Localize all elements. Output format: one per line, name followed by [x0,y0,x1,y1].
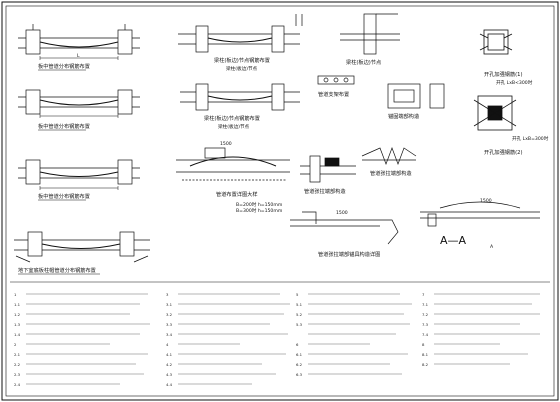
hole-detail-2 [473,95,517,131]
note-4: 4 [166,342,169,347]
support-detail [317,75,355,85]
note-6-1: 6.1 [296,352,303,357]
top-right-section [340,13,400,55]
slab-junction-detail [14,231,150,263]
caption-support: 管道支架布置 [318,90,349,98]
caption-hole-2: 开孔加强钢筋(2) [484,148,522,156]
note-2-4: 2.4 [14,382,21,387]
note-3-1: 3.1 [166,302,173,307]
note-5-2: 5.2 [296,312,303,317]
note-1-2: 1.2 [14,312,21,317]
note-8: 8 [422,342,425,347]
tendon-profile-detail [176,147,290,181]
caption-top-right-section: 梁柱(板边)节点 [346,58,381,66]
section-a [420,201,540,227]
note-8-1: 8.1 [422,352,429,357]
note-4-2: 4.2 [166,362,173,367]
note-4-3: 4.3 [166,372,173,377]
notes-col-2: 3 3.1 3.2 3.3 3.4 4 4.1 4.2 4.3 4.4 [166,292,173,387]
note-6: 6 [296,342,299,347]
notes-col-4: 7 7.1 7.2 7.3 7.4 8 8.1 8.2 [422,292,429,367]
end-cap-detail [361,147,417,165]
anchorage-plan [290,211,399,245]
note-2-2: 2.2 [14,362,21,367]
note-5-3: 5.3 [296,322,303,327]
junction-detail [300,155,356,183]
anchor-detail [387,83,445,109]
hole-detail-1 [479,29,513,55]
note-7-1: 7.1 [422,302,429,307]
note-7-3: 7.3 [422,322,429,327]
section-title: A—A [440,234,467,247]
note-3-3: 3.3 [166,322,173,327]
note-5: 5 [296,292,299,297]
top-center-detail-1 [178,14,303,53]
note-1-3: 1.3 [14,322,21,327]
note-3: 3 [166,292,169,297]
caption-end-cap: 管道张拉端部构造 [370,169,412,177]
beam-detail-2 [18,89,140,118]
caption-top-center-2-sub: 梁柱(板边)节点 [218,123,250,130]
hole-size-2: 开孔 LxB=300时 [512,135,549,142]
sheet-inner-border [5,5,555,397]
caption-junction: 管道张拉端部构造 [304,187,346,195]
note-5-1: 5.1 [296,302,303,307]
note-2: 2 [14,342,17,347]
note-lines-col1 [26,293,150,385]
section-mark-small: A [490,244,494,250]
note-1-1: 1.1 [14,302,21,307]
note-4-4: 4.4 [166,382,173,387]
caption-anchorage-plan: 管道张拉端部锚具构造详图 [318,250,380,258]
caption-anchor: 锚固端部构造 [388,112,420,120]
caption-beam-2: 板中管道分布钢筋布置 [38,122,90,130]
sizes-note-1: B=200时 h=150mm [236,201,283,208]
note-6-2: 6.2 [296,362,303,367]
note-lines-col4 [434,293,540,365]
dim-1500-b: 1500 [336,210,348,216]
caption-top-center-2: 梁柱(板边)节点钢筋布置 [204,114,260,122]
note-3-2: 3.2 [166,312,173,317]
dim-1500-c: 1500 [480,198,492,204]
note-7-2: 7.2 [422,312,429,317]
note-1-4: 1.4 [14,332,21,337]
caption-tendon-profile: 管道布置详图大样 [216,190,258,198]
note-7-4: 7.4 [422,332,429,337]
note-8-2: 8.2 [422,362,429,367]
note-3-4: 3.4 [166,332,173,337]
note-1: 1 [14,292,17,297]
top-center-detail-2 [180,83,300,111]
notes-col-3: 5 5.1 5.2 5.3 6 6.1 6.2 6.3 [296,292,303,377]
caption-hole-1: 开孔加强钢筋(1) [484,70,522,78]
caption-top-center-1-sub: 梁柱(板边)节点 [226,65,258,72]
note-2-1: 2.1 [14,352,21,357]
span-label: L [77,53,80,59]
beam-detail-3 [18,159,140,190]
caption-beam-3: 板中管道分布钢筋布置 [38,192,90,200]
note-lines-col2 [178,293,290,385]
dim-1500-a: 1500 [220,141,232,147]
sizes-note-2: B=300时 h=150mm [236,207,283,214]
note-7: 7 [422,292,425,297]
note-6-3: 6.3 [296,372,303,377]
caption-beam-1: 板中管道分布钢筋布置 [38,62,90,70]
beam-detail-1 [18,24,140,60]
notes-col-1: 1 1.1 1.2 1.3 1.4 2 2.1 2.2 2.3 2.4 [14,292,21,387]
caption-top-center-1: 梁柱(板边)节点钢筋布置 [214,56,270,64]
hole-size-1: 开孔 LxB<300时 [496,79,533,86]
note-2-3: 2.3 [14,372,21,377]
note-lines-col3 [308,293,412,375]
caption-slab-junction: 地下室底板柱帽管道分布钢筋布置 [18,266,96,274]
note-4-1: 4.1 [166,352,173,357]
